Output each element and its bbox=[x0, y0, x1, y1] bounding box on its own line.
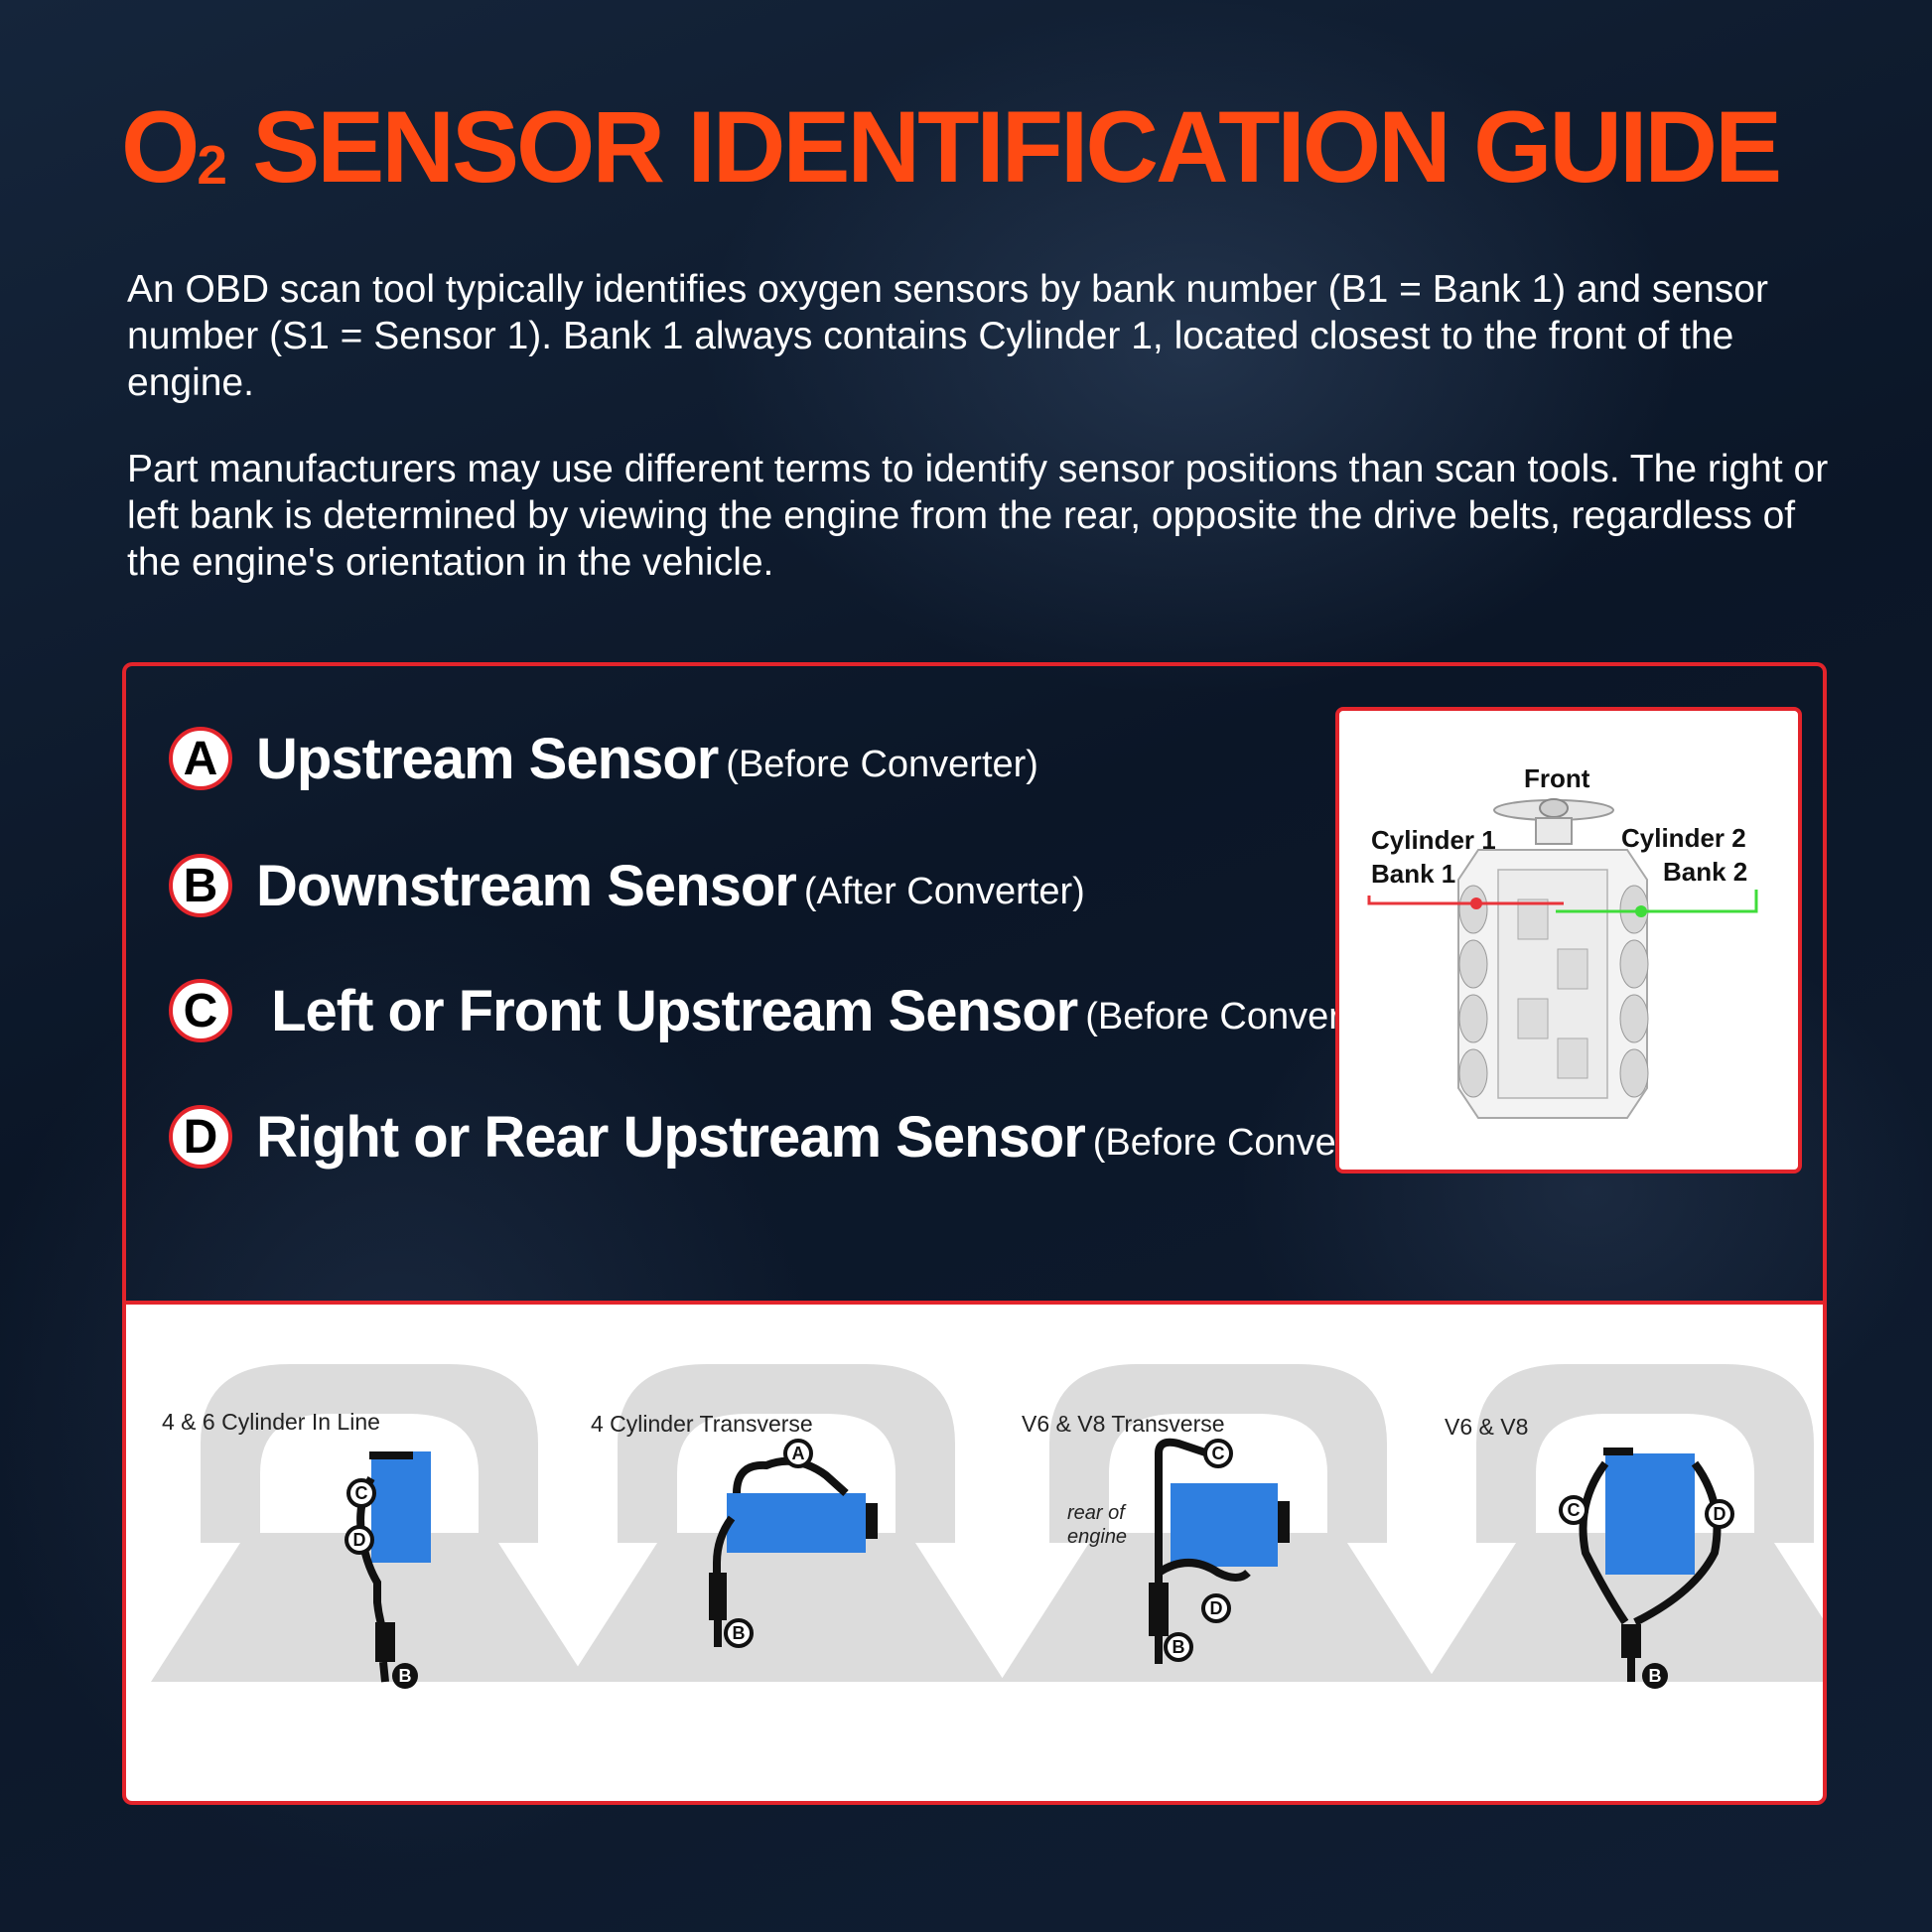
marker-letter: A bbox=[792, 1444, 805, 1463]
layout-label-v6v8: V6 & V8 bbox=[1445, 1414, 1529, 1440]
badge-b: B bbox=[169, 854, 232, 917]
sensor-layouts-panel: C D B A B C D B C D B 4 & 6 Cylinder In … bbox=[122, 1301, 1827, 1805]
marker-b bbox=[1164, 1632, 1193, 1662]
marker-c bbox=[1203, 1439, 1233, 1468]
marker-letter: C bbox=[1568, 1500, 1581, 1520]
sensor-note: (Before Converter) bbox=[726, 743, 1038, 785]
badge-a: A bbox=[169, 727, 232, 790]
sensor-note: (After Converter) bbox=[803, 870, 1085, 912]
intro-paragraph: An OBD scan tool typically identifies ox… bbox=[127, 268, 1768, 404]
layout-v6v8 bbox=[1427, 1364, 1823, 1689]
engine-block-icon bbox=[1457, 849, 1649, 1119]
sensor-legend-b: B Downstream Sensor (After Converter) bbox=[169, 846, 1085, 925]
marker-b bbox=[1642, 1663, 1668, 1689]
sensor-legend-a: A Upstream Sensor (Before Converter) bbox=[169, 719, 1038, 798]
layout-label-4cyl-transverse: 4 Cylinder Transverse bbox=[591, 1411, 813, 1437]
layout-4cyl-transverse bbox=[568, 1364, 1005, 1682]
marker-letter: C bbox=[355, 1483, 368, 1503]
marker-letter: B bbox=[733, 1623, 746, 1643]
bank1-indicator bbox=[1367, 896, 1564, 909]
marker-c bbox=[346, 1478, 376, 1508]
bank2-label: Bank 2 bbox=[1663, 857, 1748, 887]
marker-letter: D bbox=[1714, 1504, 1726, 1524]
page-title: O2 SENSOR IDENTIFICATION GUIDE bbox=[121, 90, 1782, 204]
bank-paragraph: Part manufacturers may use different ter… bbox=[127, 448, 1829, 584]
engine-block-icon bbox=[371, 1451, 431, 1563]
marker-letter: B bbox=[1649, 1666, 1662, 1686]
sensor-name: Upstream Sensor bbox=[256, 726, 719, 791]
rear-note-line2: engine bbox=[1067, 1526, 1128, 1548]
engine-bank-diagram: Front Cylinder 1 Bank 1 Cylinder 2 Bank … bbox=[1335, 707, 1802, 1173]
engine-block-icon bbox=[1605, 1453, 1695, 1575]
layout-label-inline: 4 & 6 Cylinder In Line bbox=[162, 1409, 380, 1435]
marker-d bbox=[1705, 1499, 1734, 1529]
sensor-name: Right or Rear Upstream Sensor bbox=[256, 1104, 1086, 1170]
sensor-legend-panel bbox=[122, 662, 1827, 1303]
layout-v6v8-transverse bbox=[1000, 1364, 1437, 1682]
engine-block-icon bbox=[727, 1493, 866, 1553]
marker-letters: C D B A B C D B C D B bbox=[353, 1444, 1726, 1686]
marker-letter: D bbox=[1210, 1598, 1223, 1618]
marker-letter: B bbox=[1173, 1637, 1185, 1657]
bank1-label: Bank 1 bbox=[1371, 859, 1456, 889]
rear-of-engine-note: rear of engine bbox=[1067, 1501, 1127, 1549]
cylinder2-label: Cylinder 2 bbox=[1621, 823, 1746, 853]
badge-d: D bbox=[169, 1105, 232, 1169]
marker-d bbox=[345, 1525, 374, 1555]
badge-c: C bbox=[169, 979, 232, 1042]
marker-b bbox=[392, 1663, 418, 1689]
bank2-indicator bbox=[1556, 890, 1758, 917]
engine-block-icon bbox=[1171, 1483, 1278, 1567]
rear-note-line1: rear of bbox=[1067, 1502, 1125, 1524]
marker-a bbox=[783, 1439, 813, 1468]
marker-b bbox=[724, 1618, 754, 1648]
layouts-illustration: C D B A B C D B C D B bbox=[151, 1364, 1823, 1689]
sensor-legend-d: D Right or Rear Upstream Sensor (Before … bbox=[169, 1097, 1405, 1176]
marker-letter: C bbox=[1212, 1444, 1225, 1463]
cylinder1-label: Cylinder 1 bbox=[1371, 825, 1496, 855]
engine-block-illustration bbox=[1367, 798, 1758, 1119]
fan-icon bbox=[1493, 798, 1614, 845]
marker-letter: D bbox=[353, 1530, 366, 1550]
marker-letter: B bbox=[399, 1666, 412, 1686]
marker-c bbox=[1559, 1495, 1588, 1525]
sensor-name: Downstream Sensor bbox=[256, 853, 797, 918]
sensor-name: Left or Front Upstream Sensor bbox=[256, 978, 1078, 1043]
layout-inline bbox=[151, 1364, 588, 1689]
layout-label-v6v8-transverse: V6 & V8 Transverse bbox=[1022, 1411, 1225, 1437]
marker-d bbox=[1201, 1593, 1231, 1623]
sensor-legend-c: C Left or Front Upstream Sensor (Before … bbox=[169, 971, 1398, 1050]
front-label: Front bbox=[1524, 763, 1590, 793]
